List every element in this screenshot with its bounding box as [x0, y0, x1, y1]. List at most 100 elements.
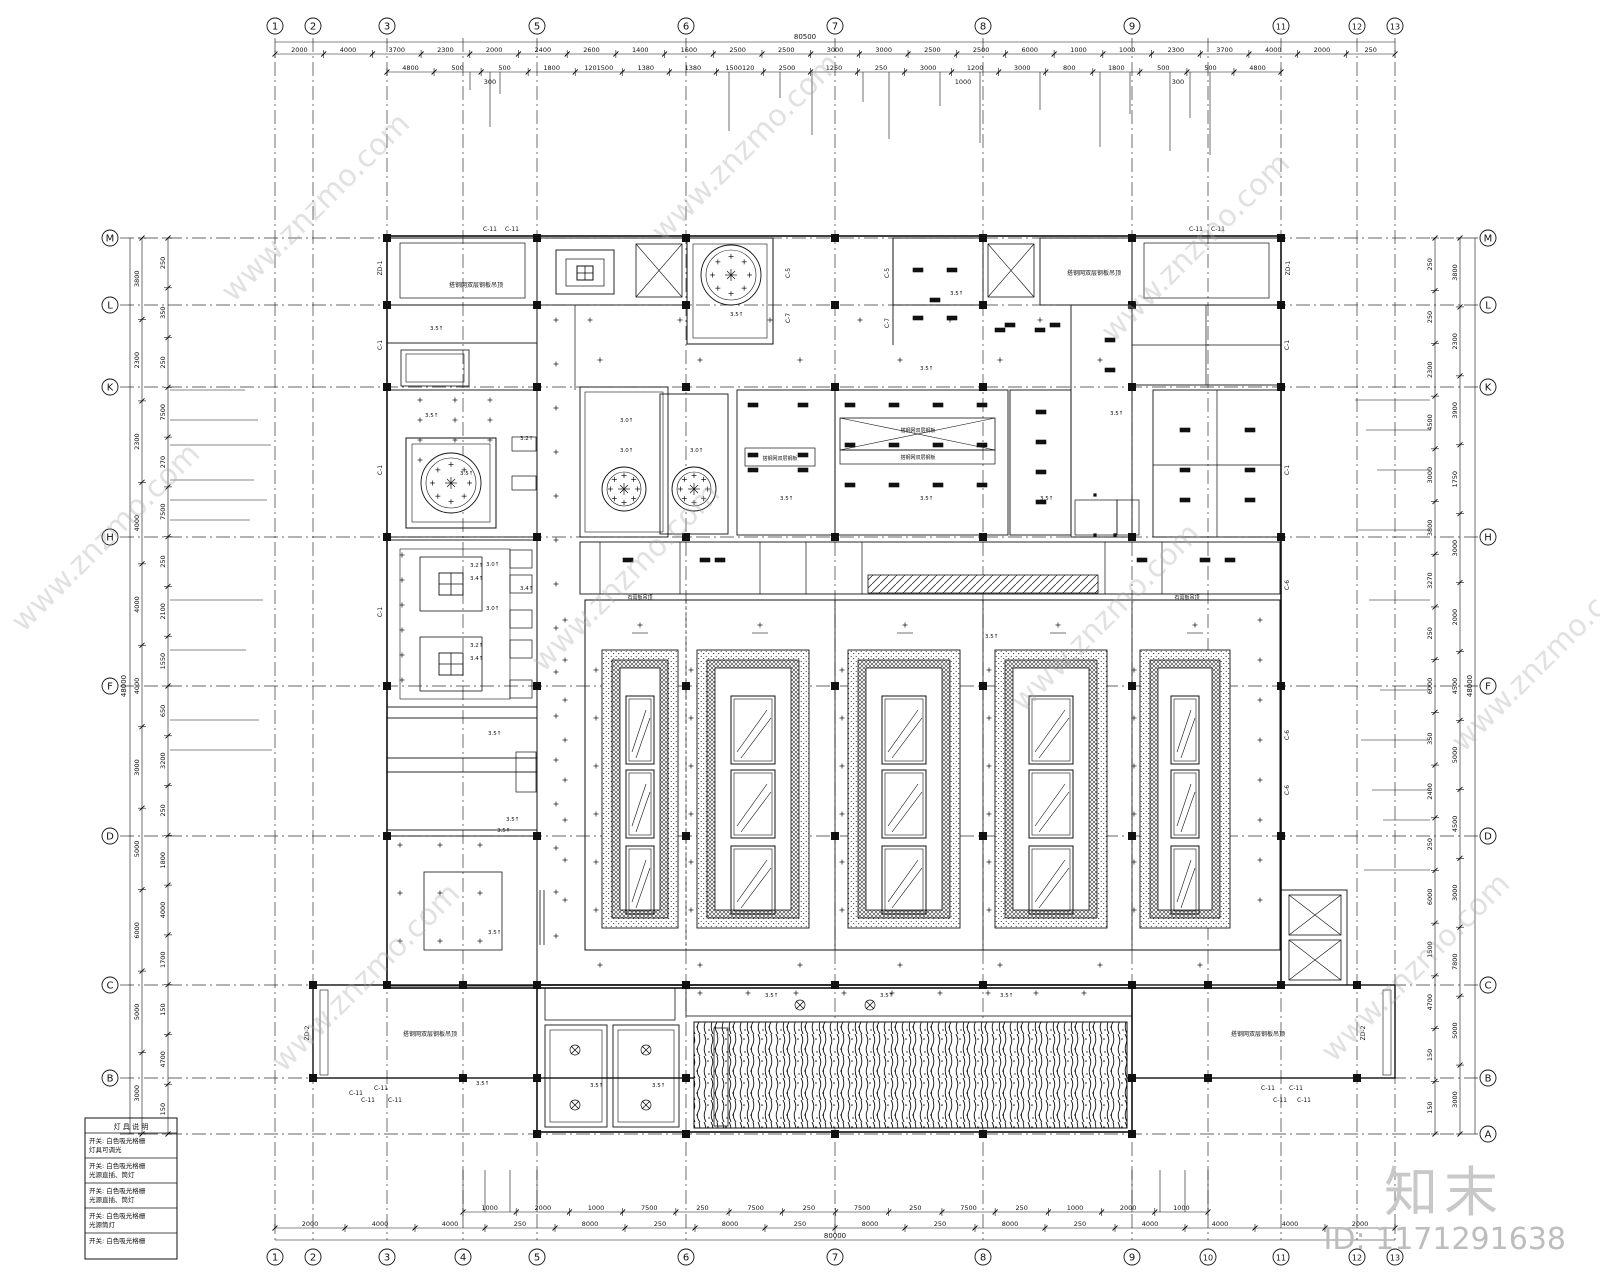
tag-c1: C-1 [1284, 465, 1291, 475]
dim-right-col2-slash [1432, 656, 1438, 663]
room-c2 [659, 393, 729, 535]
dim-top-row3: 1000 [955, 78, 972, 86]
grid-bubble-left-text: K [107, 383, 114, 394]
grid-bubble-left [101, 976, 119, 994]
skylight-inner [733, 772, 773, 836]
dome-room-top [686, 237, 774, 345]
dim-bottom-row1-value: 7500 [641, 1204, 658, 1212]
room-label: 搭钢网双层钢板吊顶 [449, 281, 503, 289]
grid-bubble-bottom-text: 1 [272, 1253, 278, 1264]
dim-bottom-row2-slash [1392, 1225, 1398, 1231]
grid-bubble-bottom [677, 1248, 695, 1266]
tag-c11: C-11 [1273, 1097, 1287, 1104]
dim-right-col1-value: 3000 [1451, 884, 1459, 901]
skylight-glass [1180, 717, 1196, 759]
column [831, 383, 839, 391]
light-fixture [1035, 469, 1047, 475]
dome-c1-inner [606, 471, 642, 507]
dim-top-row2-value: 800 [1063, 64, 1075, 72]
dim-left-col2-slash [165, 533, 171, 540]
dim-left-col1-value: 2300 [133, 352, 141, 369]
tag-zd1: ZD-1 [377, 260, 384, 275]
dim-left-col2-value: 650 [159, 705, 167, 717]
dim-left-col2-value: 7500 [159, 504, 167, 521]
cabinet [509, 679, 533, 699]
light-fixture [1035, 499, 1047, 505]
room-top-m1-box [555, 249, 615, 295]
ceiling-height: 3.5↑ [488, 929, 501, 936]
grid-bubble-bottom-text: 6 [683, 1253, 689, 1264]
dim-bottom-row1-slash [885, 1209, 892, 1215]
dim-left-col1-slash [139, 723, 145, 730]
grid-bubble-top [677, 17, 695, 35]
dim-right-col2-value: 6000 [1426, 889, 1434, 906]
dim-bottom-row1-value: 2000 [535, 1204, 552, 1212]
grid-bubble-bottom [1272, 1248, 1290, 1266]
dim-top-row1-value: 2400 [535, 46, 552, 54]
dim-right-col2-slash [1432, 393, 1438, 399]
dim-top-row2-slash [478, 69, 484, 75]
dim-top-row2-slash [1184, 69, 1190, 75]
lamp-x [795, 1000, 805, 1010]
dim-left-col2-value: 4700 [159, 1051, 167, 1068]
tag-c11: C-11 [349, 1090, 363, 1097]
ceiling-height: 3.0↑ [486, 561, 499, 568]
light-fixture [912, 315, 924, 321]
bottom-box-1 [544, 1024, 608, 1128]
dim-left-col2-slash [165, 882, 171, 888]
dim-top-row1-value: 2500 [973, 46, 990, 54]
dim-top-row1-slash [1343, 51, 1350, 57]
tag-c11: C-11 [388, 1097, 402, 1104]
ceiling-height: 3.5↑ [460, 470, 473, 477]
grid-bubble-left-text: F [107, 682, 113, 693]
dim-right-col2-value: 250 [1426, 627, 1434, 639]
dim-top-row2-slash [713, 69, 720, 75]
skylight-glass [1176, 859, 1192, 903]
dim-top-row1-slash [759, 51, 765, 57]
legend-row-text: 开关: 白色吸光格栅 [89, 1211, 146, 1220]
dim-top-row1-value: 4000 [1265, 46, 1282, 54]
tag-c5: C-5 [785, 268, 792, 278]
grid-bubble-bottom-text: 3 [384, 1253, 390, 1264]
dim-left-col2-slash [165, 334, 171, 341]
dim-right-col2-value: 2400 [1426, 783, 1434, 800]
dim-right-col2-value: 250 [1426, 838, 1434, 850]
light-fixture [994, 327, 1006, 333]
ceiling-height: 3.2↑ [470, 642, 483, 649]
skylight [730, 695, 776, 765]
dim-right-col1-value: 4500 [1451, 678, 1459, 695]
dim-top-row2-slash [995, 69, 1002, 75]
dim-top-row2-slash [431, 69, 437, 75]
dim-top-row2-value: 1380 [638, 64, 655, 72]
dim-left-col2-value: 250 [159, 356, 167, 368]
dim-top-row2-slash [1089, 69, 1096, 75]
room-c7 [1074, 499, 1118, 536]
room-label: 搭钢网双层钢板 [762, 455, 797, 462]
legend-row-text: 光源筒灯 [89, 1220, 116, 1229]
dim-bottom-row2-slash [762, 1225, 768, 1231]
dim-left-col1-value: 5000 [133, 1004, 141, 1021]
dim-right-col1-slash [1457, 304, 1463, 310]
grid-bubble-right-text: H [1484, 533, 1492, 544]
dim-top-row2-slash [760, 69, 767, 75]
skylight-glass [631, 709, 647, 753]
skylight-inner [884, 772, 924, 836]
grid-bubble-left [101, 827, 119, 845]
dim-right-col2-value: 4700 [1426, 994, 1434, 1011]
dim-top-row1-slash [953, 51, 960, 57]
light-fixture [976, 442, 988, 448]
skylight-glass [740, 791, 772, 833]
ceiling-height: 3.5↑ [730, 311, 743, 318]
grid-bubble-top [266, 17, 284, 35]
dim-top-row1-value: 2000 [486, 46, 503, 54]
bottom-left-room [312, 984, 538, 1079]
grid-bubble-top-text: 2 [310, 22, 316, 33]
ceiling-height: 3.5↑ [1000, 992, 1013, 999]
dim-left-col2-slash [165, 1131, 171, 1137]
grid-bubble-bottom [378, 1248, 396, 1266]
grid-bubble-top [1386, 17, 1404, 35]
ceiling-height: 3.0↑ [486, 605, 499, 612]
dim-right-col1-value: 3800 [1451, 264, 1459, 281]
column [1277, 682, 1285, 690]
dim-bottom-row1-slash [513, 1209, 520, 1215]
